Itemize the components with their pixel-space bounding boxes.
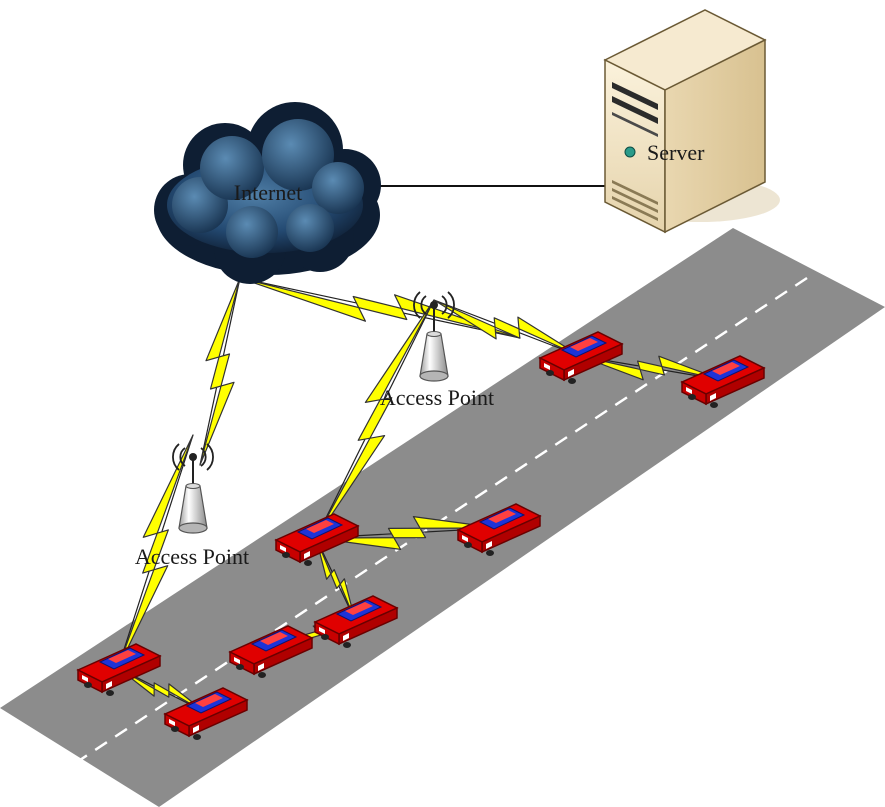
internet-cloud: Internet <box>154 102 381 284</box>
wireless-link-internet-cloud-access-point-1 <box>199 277 241 466</box>
server: Server <box>603 9 780 234</box>
access-point-2: Access Point <box>380 291 494 410</box>
lane-marking <box>79 276 808 762</box>
server-status-light <box>624 146 636 158</box>
wireless-links <box>117 277 723 713</box>
access-point-1: Access Point <box>135 443 249 569</box>
access-point-1-label: Access Point <box>135 544 249 569</box>
access-point-2-label: Access Point <box>380 385 494 410</box>
internet-label: Internet <box>234 180 302 205</box>
server-label: Server <box>647 140 705 165</box>
